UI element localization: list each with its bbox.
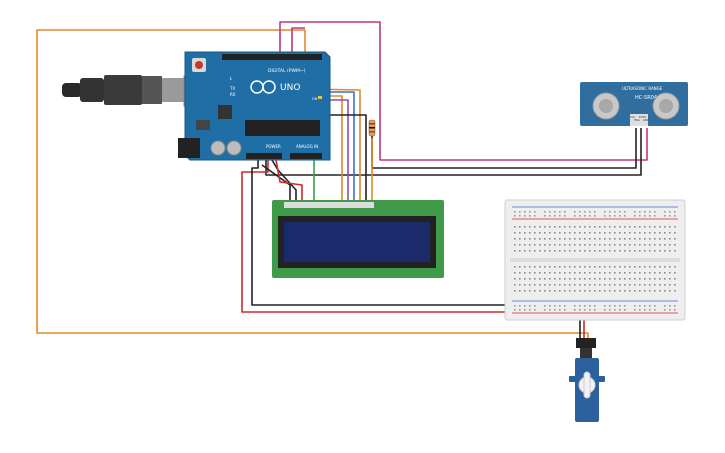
- ultrasonic-pin-header: [630, 114, 648, 126]
- power-label: POWER: [266, 144, 281, 149]
- power-jack[interactable]: [178, 138, 200, 158]
- servo-connector: [576, 338, 596, 348]
- l-led-label: L: [230, 76, 233, 81]
- analog-header: [290, 153, 322, 159]
- pin-label-trig: TRIG: [634, 118, 640, 122]
- arduino-logo-icon: [250, 80, 276, 94]
- wire-lcd-black-2[interactable]: [271, 159, 297, 205]
- power-header: [246, 153, 282, 159]
- servo-motor[interactable]: [569, 338, 605, 422]
- rx-label: RX: [230, 92, 236, 97]
- wire-magenta-trig[interactable]: [291, 27, 305, 55]
- digital-label: DIGITAL (PWM~): [268, 68, 306, 74]
- wire-lcd-black-1[interactable]: [261, 164, 291, 205]
- uno-label: UNO: [280, 83, 300, 93]
- small-chip: [218, 105, 232, 119]
- breadboard[interactable]: [504, 199, 686, 321]
- breadboard-holes: [514, 211, 676, 311]
- tx-label: TX: [229, 86, 235, 91]
- wire-orange-servo-signal[interactable]: [36, 29, 589, 342]
- on-label: ON: [312, 97, 318, 101]
- usb-cable: [62, 75, 205, 107]
- wire-black-gnd[interactable]: [251, 160, 517, 306]
- wire-magenta-echo[interactable]: [279, 21, 648, 161]
- ultrasonic-part-label: HC-SR04: [635, 95, 657, 101]
- servo-horn-icon: [578, 371, 596, 399]
- ultrasonic-sensor[interactable]: ULTRASONIC RANGE HC-SR04 VCC TRIG ECHO G…: [580, 82, 688, 126]
- voltage-regulator: [196, 120, 210, 130]
- resistor[interactable]: [368, 119, 376, 137]
- arduino-uno-board[interactable]: DIGITAL (PWM~) L TX RX UNO ON POWER ANAL…: [178, 51, 331, 161]
- transducer-left-icon: [592, 92, 620, 120]
- lcd-screen: [284, 222, 430, 262]
- analog-label: ANALOG IN: [296, 144, 318, 149]
- lcd-display[interactable]: [272, 200, 444, 278]
- wire-red-5v[interactable]: [241, 160, 517, 313]
- transducer-right-icon: [652, 92, 680, 120]
- digital-header: [222, 54, 322, 60]
- lcd-pin-header: [284, 202, 374, 208]
- wire-lcd-red[interactable]: [275, 159, 303, 205]
- ultrasonic-title: ULTRASONIC RANGE: [622, 86, 663, 91]
- pin-label-vcc: VCC: [630, 115, 635, 119]
- pin-label-echo: ECHO: [639, 115, 646, 119]
- atmega-chip: [245, 120, 320, 136]
- pin-label-gnd: GND: [643, 118, 649, 122]
